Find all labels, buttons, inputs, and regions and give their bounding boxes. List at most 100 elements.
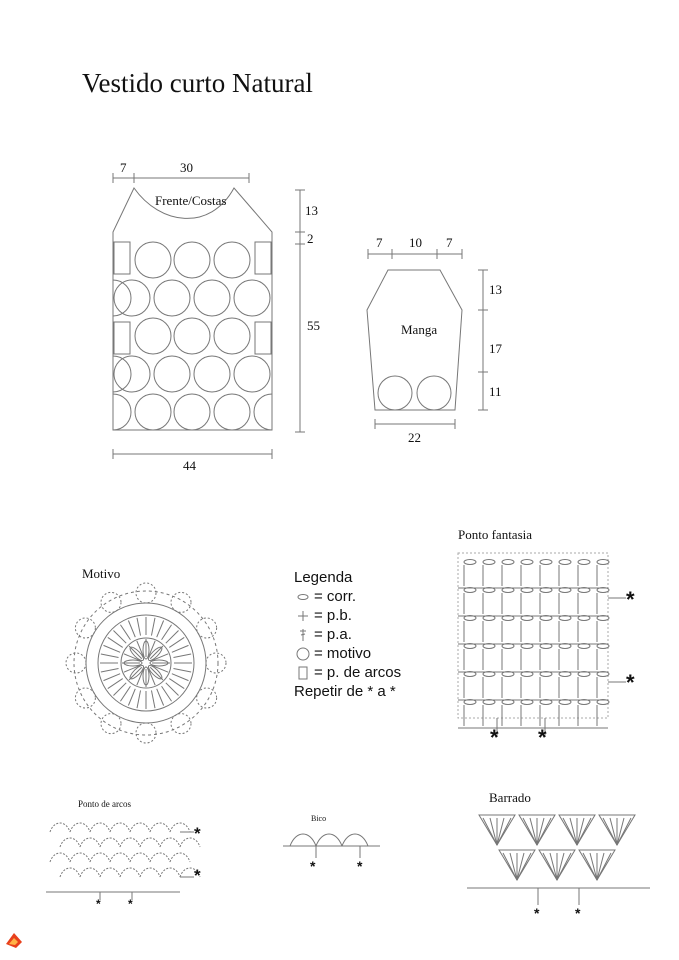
chain-stitch xyxy=(539,559,553,565)
fan-stitch xyxy=(596,852,605,881)
front-dim-top-right: 30 xyxy=(180,160,193,175)
motif-stitch xyxy=(161,686,172,702)
motif-stitch xyxy=(103,673,121,682)
fan-stitch xyxy=(478,814,516,846)
chain-stitch xyxy=(558,643,572,649)
chain-stitch xyxy=(501,615,515,621)
motif-stitch xyxy=(127,620,136,638)
front-motif xyxy=(134,393,172,431)
motif-arc xyxy=(65,652,87,674)
arc-stitch xyxy=(49,852,71,863)
chain-stitch xyxy=(482,643,496,649)
legend-title: Legenda xyxy=(294,569,353,586)
chain-stitch xyxy=(596,643,610,649)
legend: Legenda = corr. = p.b. = p.a. = motivo =… xyxy=(294,568,401,701)
fan-stitch xyxy=(609,817,618,846)
motif-arc xyxy=(170,591,192,613)
repeat-star: * xyxy=(96,897,101,911)
fan-stitch xyxy=(569,817,578,846)
motif-petal xyxy=(123,659,143,667)
chain-stitch xyxy=(501,559,515,565)
fan-stitch xyxy=(536,817,545,846)
arc-stitch xyxy=(169,852,191,863)
fan-stitch xyxy=(516,852,532,881)
motif-stitch xyxy=(149,666,164,681)
front-side-panel xyxy=(113,241,131,275)
chain-stitch xyxy=(482,559,496,565)
sleeve-motif xyxy=(416,375,452,411)
front-motif xyxy=(134,241,172,279)
arc-stitch xyxy=(179,867,201,878)
legend-item-corr: = corr. xyxy=(294,587,401,606)
legend-item-arcos: = p. de arcos xyxy=(294,663,401,682)
arcos-rect-icon xyxy=(294,666,312,680)
motif-stitch xyxy=(128,645,143,660)
motif-arc xyxy=(196,617,218,639)
front-motif xyxy=(153,279,191,317)
repeat-star: * xyxy=(575,905,581,921)
arc-stitch xyxy=(79,837,101,848)
arc-stitch xyxy=(159,837,181,848)
fan-stitch xyxy=(509,852,518,881)
motif-stitch xyxy=(113,630,127,644)
fan-stitch xyxy=(542,852,558,881)
front-motif xyxy=(253,393,273,431)
fan-stitch xyxy=(538,849,576,881)
motif-stitch xyxy=(120,686,131,702)
fan-stitch xyxy=(598,814,636,846)
arc-stitch xyxy=(59,867,81,878)
motif-stitch xyxy=(127,688,136,706)
fan-stitch xyxy=(522,817,538,846)
arc-stitch xyxy=(119,867,141,878)
chain-stitch xyxy=(539,615,553,621)
fan-stitch xyxy=(489,817,498,846)
chain-stitch xyxy=(596,671,610,677)
motif-stitch xyxy=(151,653,169,662)
repeat-star: * xyxy=(626,670,635,695)
motif-stitch xyxy=(156,688,165,706)
arc-stitch xyxy=(129,852,151,863)
arc-stitch xyxy=(49,822,71,833)
fan-stitch xyxy=(602,817,618,846)
motif-arc xyxy=(100,713,122,735)
motif-stitch xyxy=(107,678,123,689)
fan-stitch xyxy=(616,817,632,846)
sleeve-dim-top-2: 10 xyxy=(409,235,422,250)
sleeve-dim-right-3: 11 xyxy=(489,384,502,399)
chain-stitch xyxy=(520,587,534,593)
motif-stitch xyxy=(147,668,156,686)
sleeve-dim-top-1: 7 xyxy=(376,235,383,250)
front-dim-right-3: 55 xyxy=(307,318,320,333)
chain-stitch xyxy=(539,671,553,677)
repeat-star: * xyxy=(357,858,363,874)
repeat-star: * xyxy=(128,897,133,911)
chain-stitch xyxy=(596,587,610,593)
chain-stitch xyxy=(577,699,591,705)
chain-stitch xyxy=(596,559,610,565)
motif-stitch xyxy=(161,624,172,640)
fan-stitch xyxy=(589,852,598,881)
arc-stitch xyxy=(109,822,131,833)
chain-stitch xyxy=(463,643,477,649)
front-dim-top-left: 7 xyxy=(120,160,127,175)
motif-stitch xyxy=(165,682,179,696)
arc-stitch xyxy=(99,837,121,848)
front-motif xyxy=(173,317,211,355)
chain-stitch xyxy=(463,671,477,677)
ponto-de-arcos-chart xyxy=(46,822,201,900)
arc-stitch xyxy=(89,822,111,833)
arc-stitch xyxy=(99,867,121,878)
chain-stitch xyxy=(558,615,572,621)
chain-stitch xyxy=(558,671,572,677)
chain-stitch xyxy=(520,615,534,621)
motif-petal xyxy=(147,664,163,680)
motif-arc xyxy=(74,687,96,709)
front-side-panel xyxy=(113,321,131,355)
motif-arc xyxy=(100,591,122,613)
motif-stitch xyxy=(173,667,192,673)
front-dim-right-1: 13 xyxy=(305,203,318,218)
ponto-de-arcos-label: Ponto de arcos xyxy=(78,799,131,809)
legend-item-pb: = p.b. xyxy=(294,606,401,625)
fan-stitch xyxy=(502,852,518,881)
repeat-star: * xyxy=(194,866,201,885)
